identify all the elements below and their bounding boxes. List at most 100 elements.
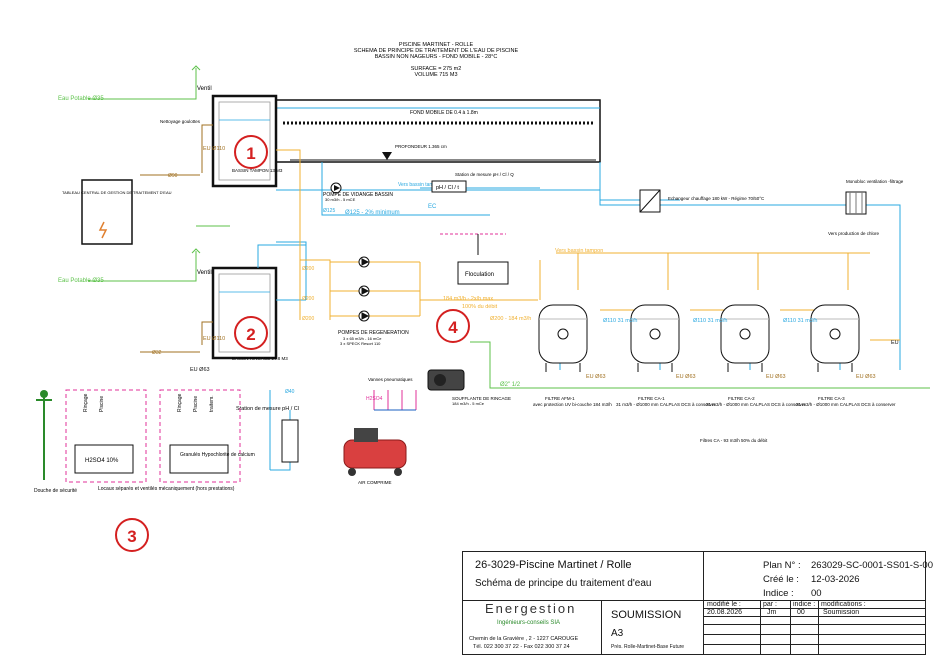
drawing-title: Schéma de principe du traitement d'eau — [475, 578, 652, 589]
locaux-label: Locaux séparés et ventilés mécaniquement… — [98, 486, 235, 492]
project-name: 26-3029-Piscine Martinet / Rolle — [475, 559, 632, 571]
plan-label: Plan N° : — [763, 560, 801, 571]
company-logo: Energestion — [485, 601, 577, 616]
h2so4-label: H2SO4 10% — [85, 458, 119, 464]
eu-label-4: EU Ø63 — [676, 374, 696, 380]
vannes-pneu-label: Vannes pneumatiques — [368, 377, 413, 382]
filtre-ca2-sub: 31 m3/h - Ø1000 mm CALPLAS DCS à conserv… — [706, 402, 806, 407]
profondeur-label: PROFONDEUR 1.365 cm — [395, 144, 447, 149]
header-line4: SURFACE = 275 m2 — [411, 66, 462, 72]
debit-31c: Ø110 31 m3/h — [783, 318, 817, 324]
soufflante-sub: 184 m3/h - 5 mCe — [452, 401, 485, 406]
echangeur: Echangeur chauffage 180 kW - Régime 70/5… — [639, 189, 765, 213]
ph-cl-label: pH / Cl / t — [436, 185, 459, 191]
debit-184b-label: Ø200 - 184 m3/h — [490, 316, 531, 322]
eu-label-8: EU — [891, 340, 899, 346]
col-indice: indice : — [793, 601, 816, 608]
dim-90: Ø90 — [168, 173, 178, 179]
cree-label: Créé le : — [763, 574, 799, 585]
tableau-central: TABLEAU CENTRAL DE GESTION DE TRAITEMENT… — [62, 179, 172, 245]
rincage-b-label: Rinçage — [177, 393, 183, 412]
filter-ca2 — [720, 304, 770, 372]
header-line3: BASSIN NON NAGEURS - FOND MOBILE - 28°C — [375, 54, 498, 60]
air-comprime-label: AIR COMPRIME — [358, 480, 392, 485]
ventil-label-1: Ventil — [197, 86, 212, 92]
fond-mobile-label: FOND MOBILE DE 0.4 à 1.8m — [410, 110, 478, 116]
col-par: par : — [763, 601, 778, 608]
plan-value: 263029-SC-0001-SS01-S-00 — [811, 560, 933, 571]
chemical-storage: H2SO4 10% Granulés Hypochlorite de calci… — [65, 389, 255, 492]
eu-label-6: EU Ø63 — [856, 374, 876, 380]
vers-bassin-tampon-label: Vers bassin tampon — [555, 248, 603, 254]
pres-label: Prés. Rolle-Martinet-Base Future — [611, 644, 685, 650]
indice-value: 00 — [811, 588, 822, 599]
air-tag: Ø2" 1/2 — [500, 382, 521, 388]
diagram-header: PISCINE MARTINET - ROLLE SCHEMA DE PRINC… — [354, 42, 519, 78]
vannes-pneumatiques: Vannes pneumatiques — [368, 377, 417, 411]
eau-potable-label-1: Eau Potable Ø35 — [58, 96, 104, 102]
title-block: 26-3029-Piscine Martinet / Rolle Schéma … — [462, 551, 933, 655]
debit-100-label: 100% du débit — [462, 304, 498, 310]
filtre-ca3-sub: 31 m3/h - Ø1000 mm CALPLAS DCS à conserv… — [796, 402, 896, 407]
rincage-a-label: Rinçage — [83, 393, 89, 412]
pompes-regen-flow: 3 x 65 m3/h - 16 mCe — [343, 336, 382, 341]
vers-bassin-tampon-blue: Vers bassin tampon — [398, 182, 442, 188]
traitem-b-label: traitem. — [209, 395, 215, 412]
marker-3: 3 — [115, 518, 149, 552]
ec-flow-label: Ø125 - 2% minimum — [345, 210, 400, 216]
eu-label-2: EU Ø110 — [203, 336, 225, 342]
granules-label: Granulés Hypochlorite de calcium — [180, 452, 255, 458]
main-pool: FOND MOBILE DE 0.4 à 1.8m PROFONDEUR 1.3… — [275, 99, 601, 163]
bassin-rincage-label: BASSIN RINCAGE 24.8 M3 — [232, 356, 288, 361]
cree-value: 12-03-2026 — [811, 574, 860, 585]
debit-184-label: 184 m3/h - 2x/h max — [443, 296, 493, 302]
douche-securite: Douche de sécurité — [34, 390, 77, 494]
dim-32: Ø32 — [152, 350, 162, 356]
eu-label-1: EU Ø110 — [203, 146, 225, 152]
h2so4-tag: H2SO4 — [366, 396, 383, 402]
eau-potable-label-2: Eau Potable Ø35 — [58, 278, 104, 284]
bassin-tampon-label: BASSIN TAMPON 13 M3 — [232, 168, 283, 173]
monobloc-label: Monobloc ventilation -filtrage — [846, 179, 904, 184]
dim-125: Ø125 — [323, 208, 335, 214]
dim-40: Ø40 — [285, 389, 295, 395]
format-label: A3 — [611, 628, 624, 639]
col-modifie: modifié le : — [707, 601, 741, 608]
soufflante-label: SOUFFLANTE DE RINCAGE — [452, 396, 511, 401]
pompe-vidange: POMPE DE VIDANGE BASSIN 30 m3/h - 5 mCE — [323, 182, 393, 202]
filtre-ca3-label: FILTRE CA-3 — [818, 396, 845, 401]
company-address: Chemin de la Gravière , 2 - 1227 CAROUGE — [469, 636, 579, 642]
company-sub: Ingénieurs-conseils SIA — [497, 620, 561, 626]
station-mesure-label: Station de mesure pH / Cl / Q — [455, 172, 514, 177]
header-line1: PISCINE MARTINET - ROLLE — [399, 42, 474, 48]
floculation-label: Floculation — [465, 272, 494, 278]
eu-label-5: EU Ø63 — [766, 374, 786, 380]
filter-afm — [538, 304, 588, 372]
dim-200-a: Ø200 — [302, 266, 314, 272]
debit-31a: Ø110 31 m3/h — [603, 318, 637, 324]
air-compresseur: AIR COMPRIME — [343, 428, 407, 485]
marker-1: 1 — [234, 135, 268, 169]
vers-chlore-label: Vers production de chlore — [828, 231, 880, 236]
filters — [538, 304, 860, 372]
piscine-b-label: Piscine — [193, 396, 199, 412]
pompes-regen-sub: 3 x SPECK Resort 110 — [340, 341, 381, 346]
dim-200-b: Ø200 — [302, 296, 314, 302]
monobloc: Monobloc ventilation -filtrage — [845, 179, 904, 215]
pompe-vidange-sub: 30 m3/h - 5 mCE — [325, 197, 356, 202]
row-mod: Soumission — [823, 609, 860, 616]
eau-potable-lines — [88, 65, 930, 389]
indice-label: Indice : — [763, 588, 794, 599]
soufflante: SOUFFLANTE DE RINCAGE 184 m3/h - 5 mCe — [427, 369, 511, 406]
regen-pumps — [358, 256, 370, 322]
marker-4: 4 — [436, 309, 470, 343]
nettoyage-label: Nettoyage goulottes — [160, 119, 201, 124]
douche-label: Douche de sécurité — [34, 488, 77, 494]
filtre-total-label: Filtres CA - 93 m3/h 50% du débit — [700, 438, 768, 443]
filter-ca3 — [810, 304, 860, 372]
company-tel: Tél. 022 300 37 22 - Fax 022 300 37 24 — [473, 644, 570, 650]
debit-31b: Ø110 31 m3/h — [693, 318, 727, 324]
row-date: 20.08.2026 — [707, 609, 743, 616]
waste-lines — [140, 124, 213, 353]
